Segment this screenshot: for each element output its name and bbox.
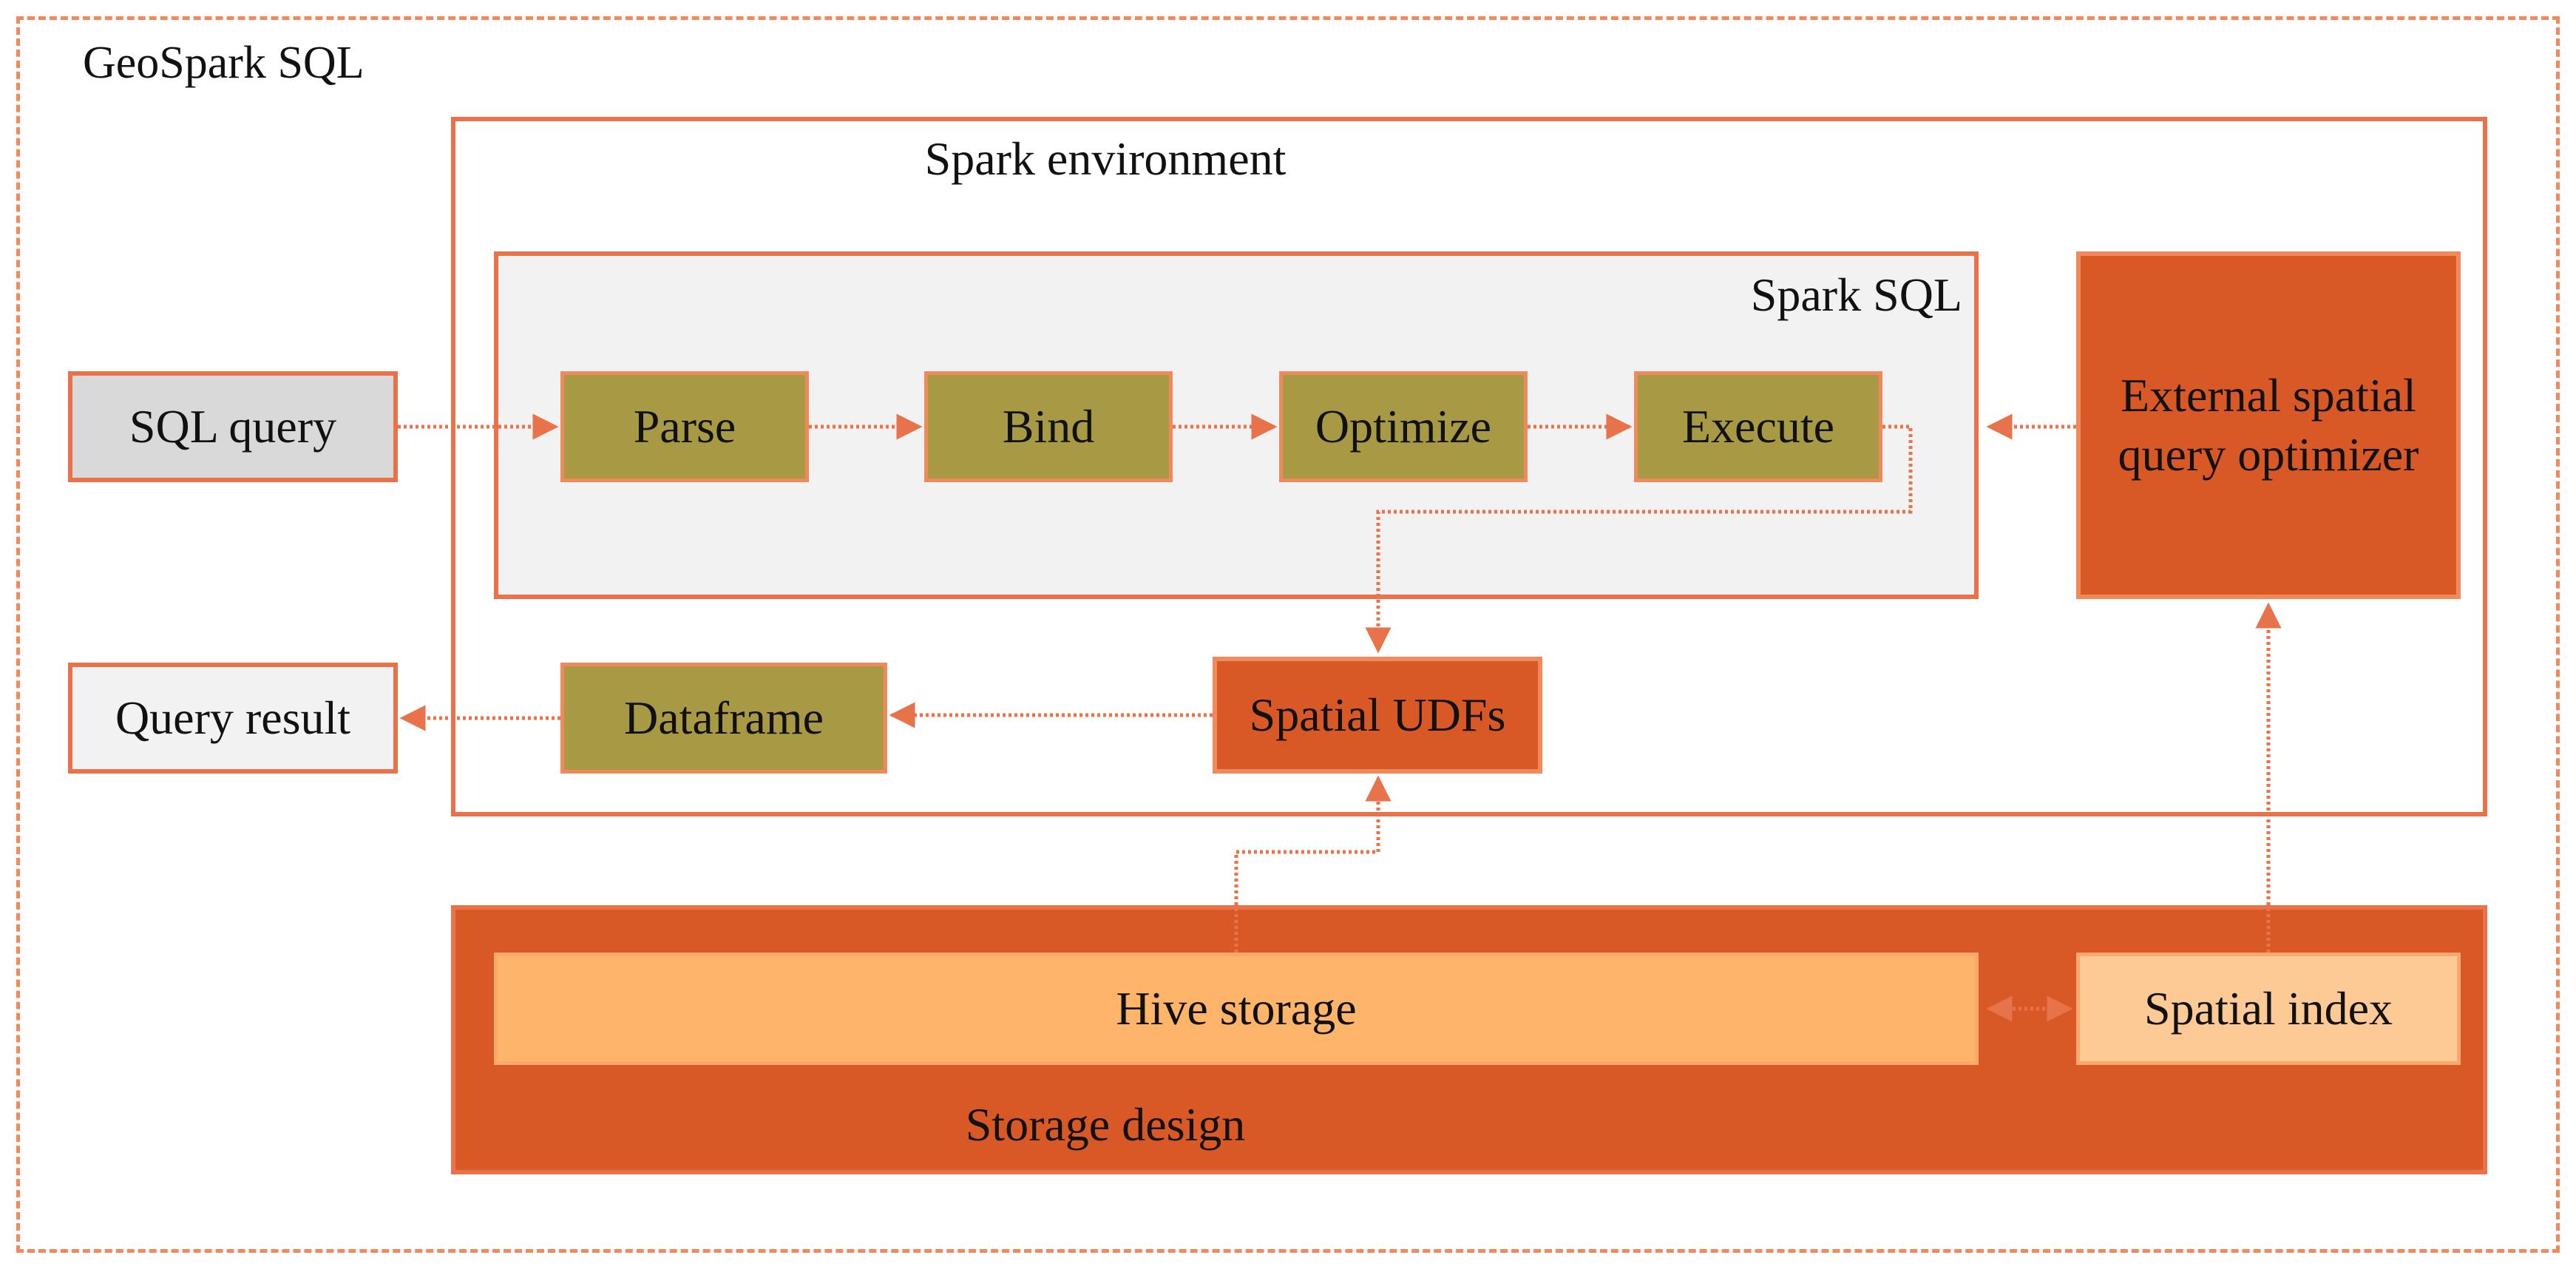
sql-query-box: SQL query [68, 371, 398, 482]
bind-step: Bind [924, 371, 1173, 482]
arrow-execute-udfs [1365, 424, 1913, 654]
storage-design-title: Storage design [965, 1098, 1246, 1151]
query-result-box: Query result [68, 663, 398, 774]
optimize-step: Optimize [1279, 371, 1528, 482]
spark-sql-title: Spark SQL [1750, 268, 1962, 321]
arrow-hive-udfs [1234, 775, 1392, 953]
external-spatial-query-optimizer: External spatial query optimizer [2076, 251, 2461, 599]
spatial-index-box: Spatial index [2076, 953, 2461, 1065]
dataframe-box: Dataframe [560, 663, 887, 774]
hive-storage-box: Hive storage [494, 953, 1979, 1065]
parse-step: Parse [560, 371, 809, 482]
execute-step: Execute [1634, 371, 1882, 482]
geospark-sql-title: GeoSpark SQL [83, 38, 365, 88]
spatial-udfs-box: Spatial UDFs [1213, 657, 1542, 774]
geospark-sql-frame [16, 16, 2560, 1253]
spark-environment-title: Spark environment [924, 132, 1287, 185]
